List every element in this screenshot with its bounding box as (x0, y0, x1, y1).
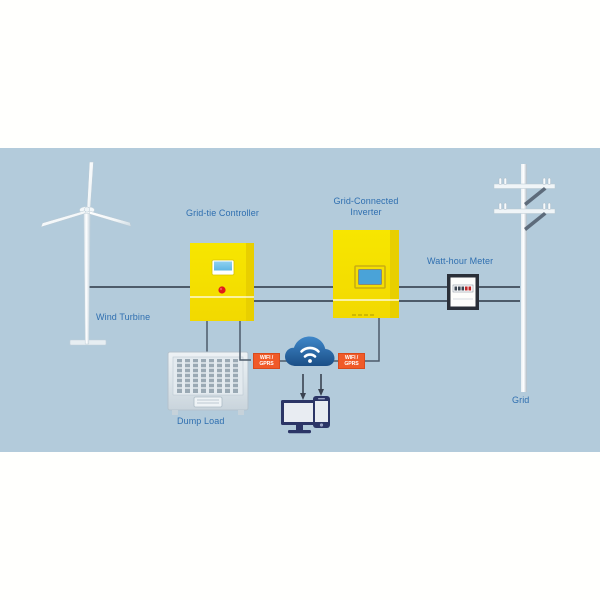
system-diagram: WIFI / GPRS WIFI / GPRS Wind Turbine Gri… (0, 148, 600, 452)
label-grid: Grid (512, 395, 530, 405)
dump-load-icon (167, 328, 249, 415)
label-watt-hour-meter: Watt-hour Meter (427, 256, 494, 266)
grid-connected-inverter-icon (333, 230, 399, 318)
wifi-gprs-left-line1: WIFI / (259, 355, 274, 361)
diagram-vector-layer (40, 161, 556, 434)
label-wind-turbine: Wind Turbine (96, 312, 151, 322)
cloud-wifi-icon (285, 336, 335, 366)
wifi-gprs-module-left[interactable]: WIFI / GPRS (253, 353, 280, 370)
watt-hour-meter-icon (447, 274, 479, 310)
label-grid-tie-controller: Grid-tie Controller (186, 208, 259, 218)
wifi-gprs-right-line1: WIFI / (344, 355, 359, 361)
smartphone-icon (313, 396, 330, 428)
label-inverter-line1: Grid-Connected (333, 196, 399, 206)
wifi-gprs-module-right[interactable]: WIFI / GPRS (338, 353, 365, 370)
utility-pole-icon (493, 164, 556, 392)
label-inverter-line2: Inverter (350, 207, 382, 217)
desktop-monitor-icon (281, 400, 318, 434)
wind-turbine-icon (40, 161, 132, 346)
label-grid-connected-inverter: Grid-Connected Inverter (326, 196, 406, 218)
wifi-gprs-right-line2: GPRS (344, 361, 359, 368)
grid-tie-controller-icon (190, 243, 254, 328)
wifi-gprs-left-line2: GPRS (259, 361, 274, 368)
label-dump-load: Dump Load (177, 416, 225, 426)
meter-digits (454, 286, 472, 291)
